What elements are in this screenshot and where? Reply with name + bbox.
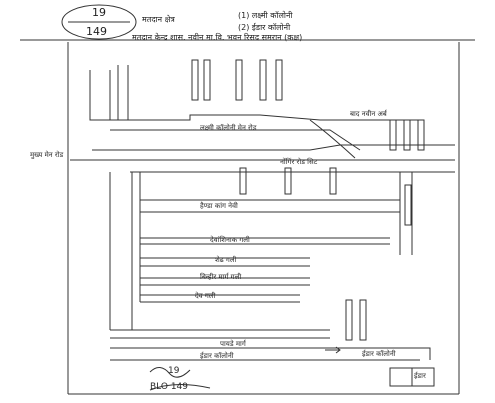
colony-bottom-right-label: ईडार कॉलोनी: [362, 350, 396, 358]
colony-bottom-left-label: ईडार कॉलोनी: [200, 352, 234, 360]
main-road-bottom-edge: [92, 144, 455, 151]
signature-number: 19: [168, 366, 180, 376]
lane-5-label: देव गली: [195, 292, 216, 300]
sheet-number-bottom: 149: [86, 25, 107, 38]
main-road-top-edge: [92, 114, 420, 121]
left-vertical-road: [89, 70, 111, 121]
lane-1-label: हैण्डा कांग नेवी: [200, 202, 238, 210]
road-bottom-label: पायडे मार्ग: [220, 340, 246, 348]
lane-3-label: शेढ गली: [215, 256, 237, 264]
sheet-number-circle: [61, 4, 137, 40]
road-left-label: मुख्य मेन रोड: [30, 151, 64, 159]
lane-2-label: देवांशिनाक गली: [210, 236, 250, 244]
area-title: मतदान क्षेत्र: [142, 15, 175, 24]
road-main-top-label: लक्ष्मी कॉलोनी मेन रोड: [200, 124, 257, 132]
road-right-label: बाद नवीन अर्ब: [350, 110, 387, 118]
bottom-road-top: [110, 347, 431, 360]
lane-4-label: बिन्हीर मार्ग गली: [200, 273, 242, 281]
colony-1: (1) लक्ष्मी कॉलोनी: [238, 11, 293, 20]
corner-box-label: ईडार: [414, 372, 426, 380]
road-middle-label: नोंगिंर रोड सिट: [280, 158, 318, 166]
sheet-number-top: 19: [92, 6, 106, 19]
colony-2: (2) ईडार कॉलोनी: [238, 23, 291, 32]
subtitle: मतदान केन्द्र शास. नवीन मा.वि. भवन रिसद …: [132, 33, 303, 42]
signature-blo: BLO 149: [150, 382, 188, 392]
